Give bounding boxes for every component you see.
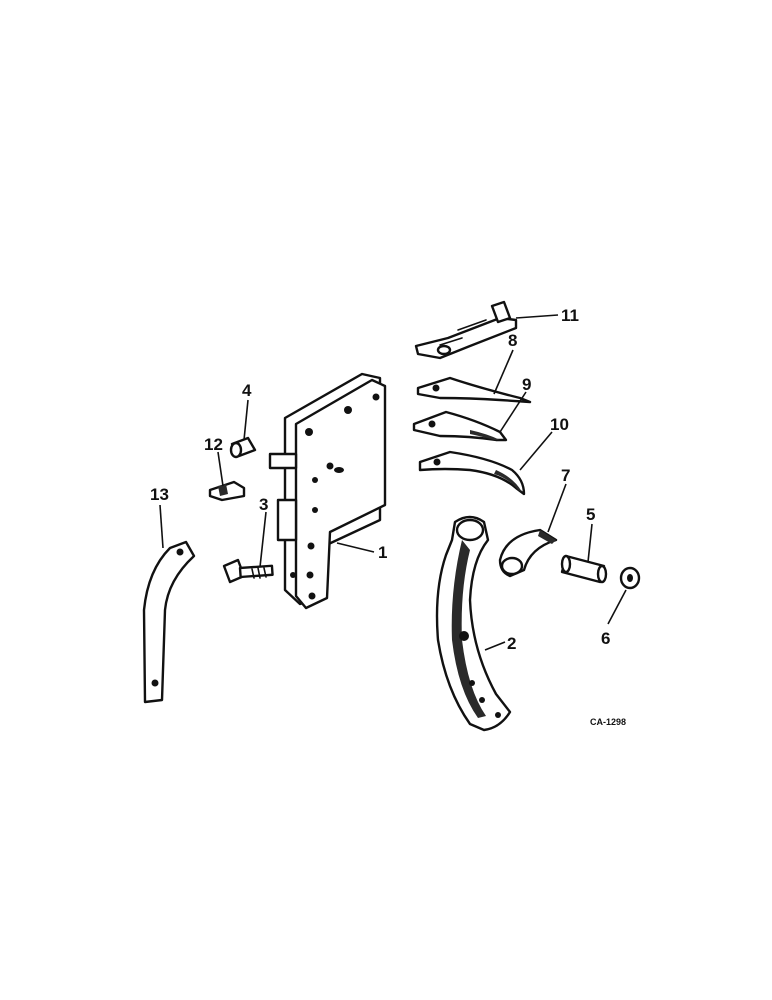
part-4-sleeve bbox=[229, 436, 257, 459]
callout-13: 13 bbox=[150, 485, 169, 504]
part-6-washer bbox=[619, 566, 641, 590]
leader-lines bbox=[159, 314, 627, 651]
part-12-clip bbox=[208, 480, 246, 502]
callout-6: 6 bbox=[601, 629, 610, 648]
part-3-bolt bbox=[222, 558, 274, 584]
part-13-strap bbox=[142, 540, 196, 704]
part-10-blade bbox=[418, 450, 526, 496]
part-5-pin bbox=[560, 554, 608, 584]
callout-9: 9 bbox=[522, 375, 531, 394]
part-8-blade bbox=[416, 376, 532, 404]
callout-1: 1 bbox=[378, 543, 387, 562]
part-7-bushing bbox=[498, 528, 558, 578]
callout-2: 2 bbox=[507, 634, 516, 653]
callout-4: 4 bbox=[242, 381, 252, 400]
callout-8: 8 bbox=[508, 331, 517, 350]
callout-11: 11 bbox=[561, 306, 579, 325]
part-11-latch bbox=[414, 300, 518, 360]
part-1-bracket bbox=[268, 372, 387, 610]
part-9-blade bbox=[412, 410, 508, 442]
callout-10: 10 bbox=[550, 415, 569, 434]
drawing-code: CA-1298 bbox=[590, 717, 626, 727]
callout-7: 7 bbox=[561, 466, 570, 485]
part-2-arm bbox=[435, 515, 512, 732]
callout-12: 12 bbox=[204, 435, 223, 454]
callout-5: 5 bbox=[586, 505, 595, 524]
callout-3: 3 bbox=[259, 495, 268, 514]
